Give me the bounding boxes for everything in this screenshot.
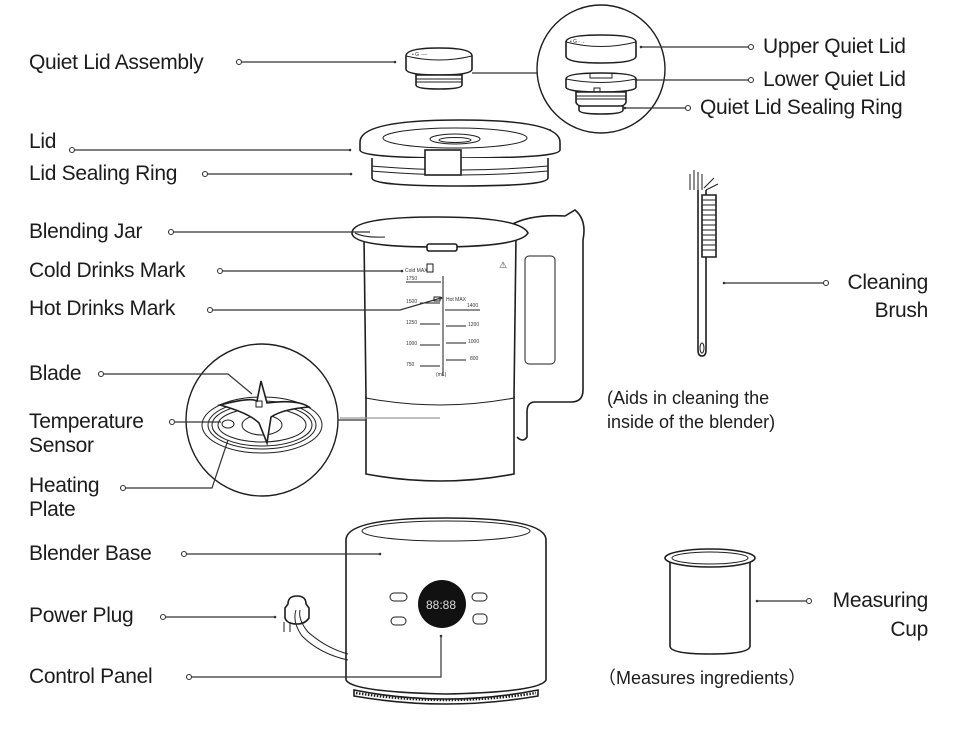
cleaning-brush-drawing [689,170,719,357]
svg-text:(mL): (mL) [436,372,447,378]
svg-text:• G ·—: • G ·— [412,52,427,58]
label-control-panel: Control Panel [29,665,153,688]
note-cleaning-brush-line2: inside of the blender) [607,412,776,432]
label-upper-quiet-lid: Upper Quiet Lid [763,35,906,58]
label-measuring-cup-line1: Measuring [832,589,929,612]
note-cleaning-brush-line1: (Aids in cleaning the [607,388,770,408]
svg-text:• G ·→: • G ·→ [570,39,585,45]
svg-text:1000: 1000 [468,339,479,345]
label-quiet-lid-sealing-ring: Quiet Lid Sealing Ring [700,96,903,119]
svg-text:1750: 1750 [406,276,417,282]
cold-max-mark: Cold MAX [405,268,428,274]
svg-text:1500: 1500 [406,299,417,305]
hot-scale: 1400 1200 1000 800 [445,303,480,362]
label-measuring-cup-line2: Cup [890,618,928,641]
svg-text:750: 750 [406,362,415,368]
svg-text:1000: 1000 [406,341,417,347]
label-blade: Blade [29,362,82,385]
lid-drawing [359,119,561,187]
measuring-cup-drawing [664,548,756,655]
quiet-lid-assembly-drawing: • G ·— [405,47,473,90]
label-lower-quiet-lid: Lower Quiet Lid [763,68,906,91]
label-hot-drinks-mark: Hot Drinks Mark [29,297,176,320]
svg-text:⚠: ⚠ [499,260,507,270]
leader-lines [68,43,830,681]
label-lid-sealing-ring: Lid Sealing Ring [29,162,178,185]
label-power-plug: Power Plug [29,604,134,627]
svg-text:1250: 1250 [406,320,417,326]
label-blender-base: Blender Base [29,542,152,565]
label-cold-drinks-mark: Cold Drinks Mark [29,259,186,282]
svg-text:1200: 1200 [468,322,479,328]
svg-text:800: 800 [470,356,479,362]
blender-base-drawing: 88:88 [345,517,547,705]
label-temperature-sensor-line2: Sensor [29,434,94,457]
label-heating-plate-line1: Heating [29,474,100,497]
label-cleaning-brush-line1: Cleaning [847,271,929,294]
label-blending-jar: Blending Jar [29,220,143,243]
control-panel-display [418,580,466,628]
note-measuring-cup: （Measures ingredients） [598,668,807,688]
display-digits: 88:88 [426,598,456,612]
label-lid: Lid [29,130,57,153]
label-heating-plate-line2: Plate [29,498,76,521]
label-quiet-lid-assembly: Quiet Lid Assembly [29,51,204,74]
power-plug-drawing [283,595,349,661]
label-cleaning-brush-line2: Brush [874,299,929,322]
blade-detail-circle [185,343,366,497]
svg-text:1400: 1400 [467,303,478,309]
label-temperature-sensor-line1: Temperature [29,410,144,433]
blending-jar-drawing: ⚠ Cold MAX Hot MAX 1750 1500 1250 1000 7… [351,209,585,482]
cold-scale: 1750 1500 1250 1000 750 [406,276,441,368]
quiet-lid-detail-circle: • G ·→ [536,4,666,134]
hot-max-mark: Hot MAX [446,297,467,303]
